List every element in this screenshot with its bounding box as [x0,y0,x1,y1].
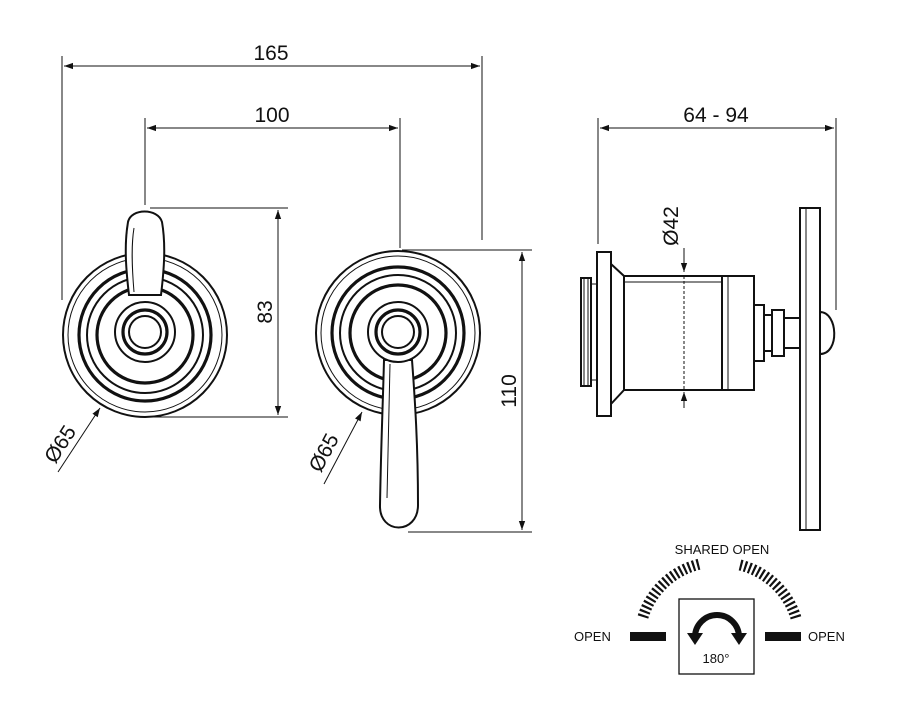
shared-open-label: SHARED OPEN [675,542,770,557]
dimension-diameter-right: Ø65 [305,411,363,485]
overall-width-label: 165 [253,42,288,65]
right-open-bar [765,632,801,641]
dimension-depth-range: 64 - 94 [597,104,837,310]
angle-label: 180° [703,651,730,666]
dimension-lever-span: 100 [144,104,401,248]
dimension-lever-height: 83 [150,207,288,418]
lever-span-label: 100 [254,104,289,127]
side-view [580,207,836,531]
diameter-right-label: Ø65 [305,430,344,476]
left-open-bar [630,632,666,641]
dimension-overall-width: 165 [61,42,483,300]
front-view-lever-down [315,250,481,529]
dimension-body-diameter: Ø42 [660,206,688,408]
depth-range-label: 64 - 94 [683,104,749,127]
lever-length-label: 110 [498,374,521,407]
body-diameter-label: Ø42 [660,206,683,246]
lever-height-label: 83 [254,300,277,323]
rotation-legend: SHARED OPEN OPEN OPEN 180° [574,542,845,675]
diameter-left-label: Ø65 [40,422,81,468]
front-view-lever-up [62,210,228,418]
rotation-arrow-icon [692,612,742,638]
open-right-label: OPEN [808,629,845,644]
dimension-lever-length: 110 [402,249,532,533]
open-left-label: OPEN [574,629,611,644]
dimension-diameter-left: Ø65 [40,407,101,473]
